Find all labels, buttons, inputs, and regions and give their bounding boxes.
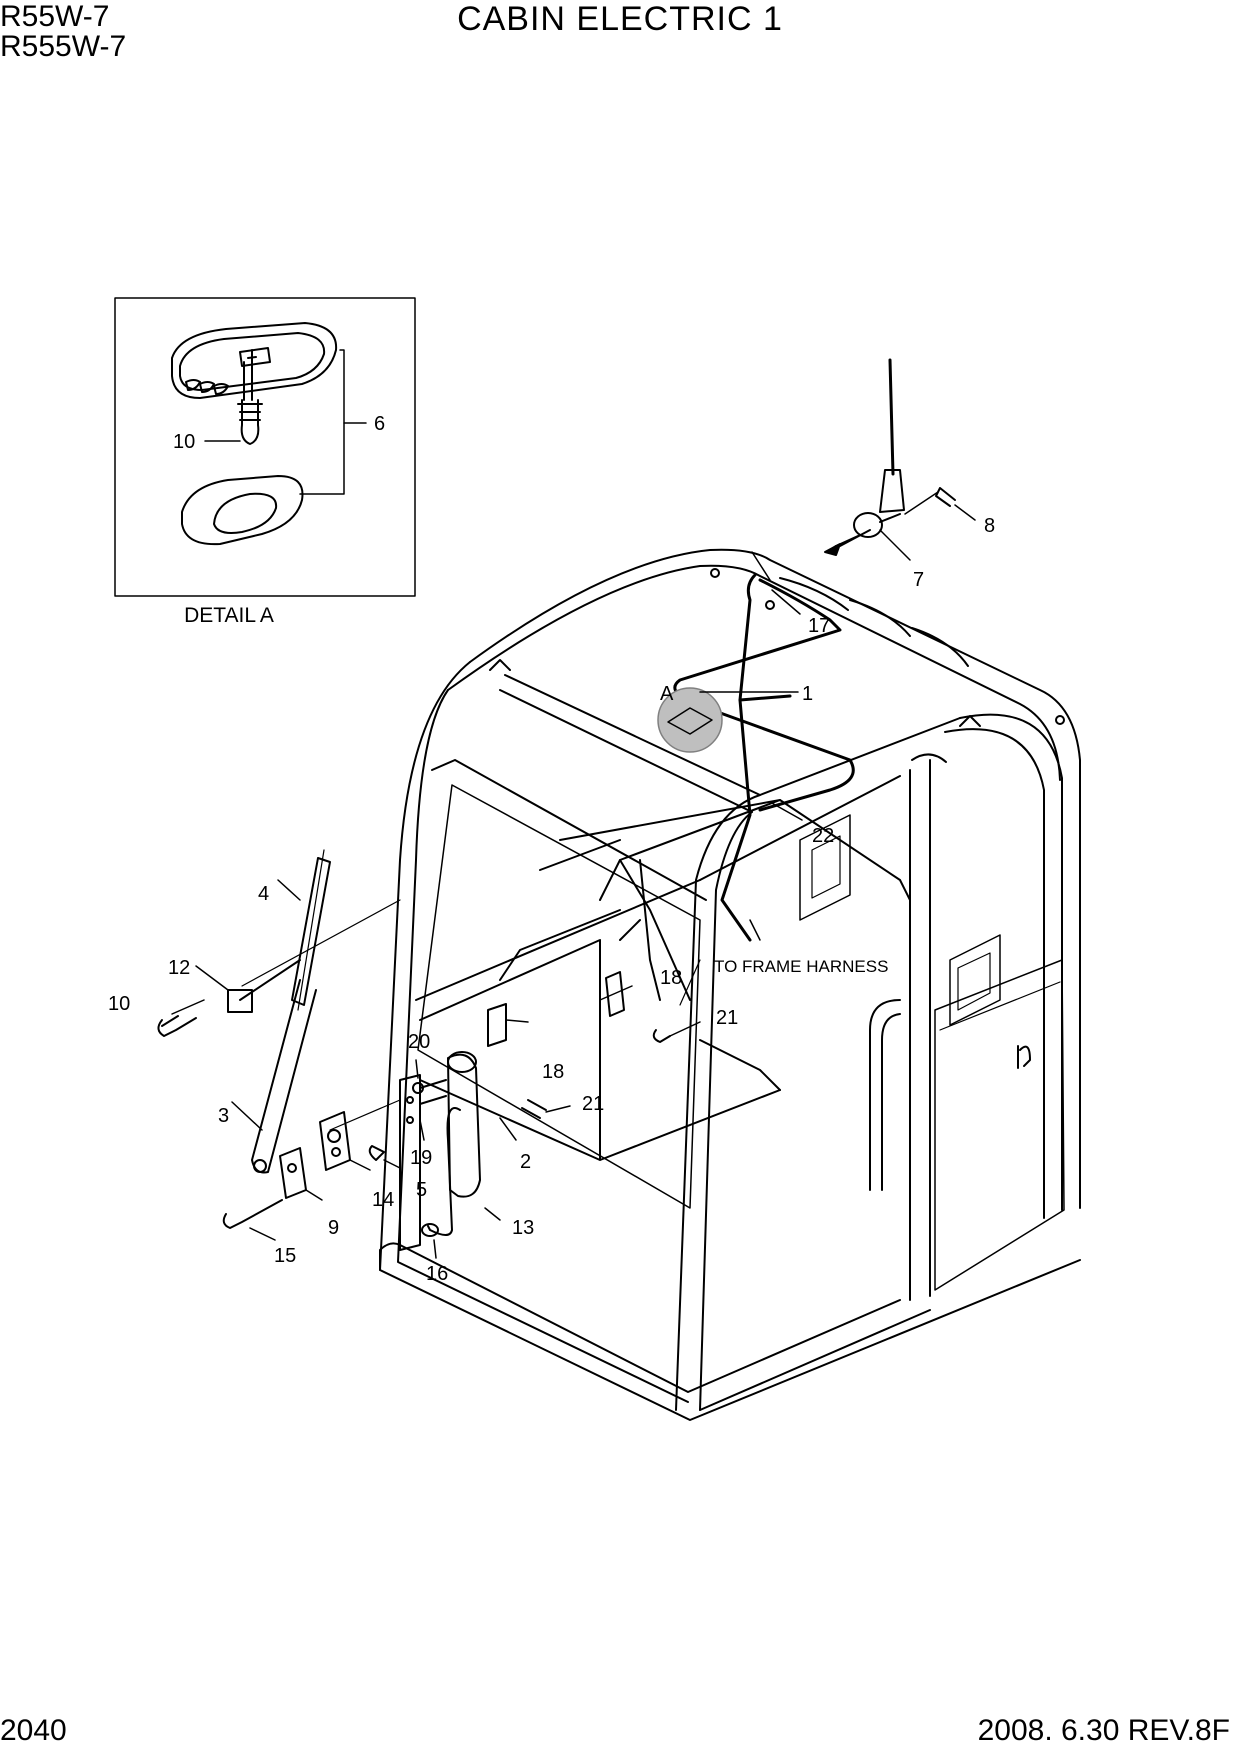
roof-harness bbox=[673, 573, 855, 942]
wiper-assembly bbox=[157, 849, 401, 1241]
callout-8: 8 bbox=[984, 515, 995, 537]
callout-20: 20 bbox=[408, 1031, 430, 1053]
page-number: 2040 bbox=[0, 1714, 67, 1747]
callout-marker-a: A bbox=[660, 683, 674, 705]
cabin-frame bbox=[379, 548, 1081, 1421]
callout-1: 1 bbox=[802, 683, 813, 705]
callout-22: 22 bbox=[812, 825, 834, 847]
callout-16: 16 bbox=[426, 1263, 448, 1285]
callout-9: 9 bbox=[328, 1217, 339, 1239]
callout-3: 3 bbox=[218, 1105, 229, 1127]
model-code-primary: R55W-7 bbox=[0, 0, 110, 33]
callout-5: 5 bbox=[416, 1179, 427, 1201]
washer-group bbox=[368, 551, 803, 1259]
detail-a-inset bbox=[114, 297, 416, 597]
revision-date: 2008. 6.30 REV.8F bbox=[977, 1714, 1230, 1747]
callout-15: 15 bbox=[274, 1245, 296, 1267]
callout-18-upper: 18 bbox=[660, 967, 682, 989]
callout-21-upper: 21 bbox=[716, 1007, 738, 1029]
callout-4: 4 bbox=[258, 883, 269, 905]
callout-18-lower: 18 bbox=[542, 1061, 564, 1083]
callout-17: 17 bbox=[808, 615, 830, 637]
antenna bbox=[824, 358, 976, 561]
model-code-secondary: R555W-7 bbox=[0, 30, 127, 63]
page-title: CABIN ELECTRIC 1 bbox=[457, 0, 783, 38]
callout-2: 2 bbox=[520, 1151, 531, 1173]
callout-12: 12 bbox=[168, 957, 190, 979]
detail-callout-6: 6 bbox=[374, 413, 385, 435]
callout-7: 7 bbox=[913, 569, 924, 591]
callout-19: 19 bbox=[410, 1147, 432, 1169]
detail-callout-10: 10 bbox=[173, 431, 195, 453]
note-to-frame-harness: TO FRAME HARNESS bbox=[714, 957, 888, 976]
callout-13: 13 bbox=[512, 1217, 534, 1239]
callout-21-lower: 21 bbox=[582, 1093, 604, 1115]
callout-10: 10 bbox=[108, 993, 130, 1015]
callout-14: 14 bbox=[372, 1189, 394, 1211]
room-lamp-marker bbox=[657, 687, 723, 753]
detail-a-caption: DETAIL A bbox=[184, 604, 274, 627]
